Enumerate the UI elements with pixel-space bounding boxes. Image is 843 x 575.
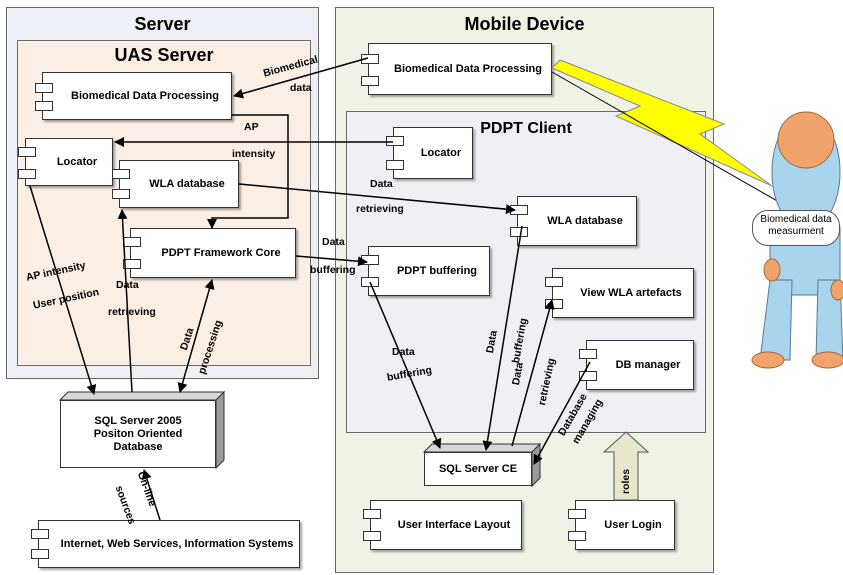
mobile-device-package-title: Mobile Device xyxy=(464,14,585,34)
component-label: User Interface Layout xyxy=(397,519,511,531)
db-line-1: SQL Server 2005 xyxy=(94,414,182,427)
label-data-buffering-2: buffering xyxy=(310,264,356,276)
label-data-buffering-1: Data xyxy=(322,236,345,248)
db-line-3: Database xyxy=(113,440,163,453)
component-label: PDPT buffering xyxy=(396,265,478,277)
label-retrieving-wla: retrieving xyxy=(356,203,404,215)
label-retrieving-left: retrieving xyxy=(108,306,156,318)
wireless-lightning xyxy=(551,59,773,187)
client-view-wla-artefacts[interactable]: View WLA artefacts xyxy=(545,268,694,318)
client-locator[interactable]: Locator xyxy=(386,127,473,179)
component-label: DB manager xyxy=(615,359,681,371)
internet-web-services-component[interactable]: Internet, Web Services, Information Syst… xyxy=(31,520,300,568)
label-ap: AP xyxy=(244,121,259,133)
db-label: SQL Server CE xyxy=(438,462,518,475)
mobile-user-interface-layout[interactable]: User Interface Layout xyxy=(363,500,522,550)
roles-arrow xyxy=(602,431,650,501)
db-line-2: Positon Oriented xyxy=(93,427,183,440)
uas-locator[interactable]: Locator xyxy=(18,138,113,186)
pdpt-client-package-title: PDPT Client xyxy=(480,120,572,137)
component-label: User Login xyxy=(604,519,662,531)
biomedical-measurement-callout: Biomedical data measurment xyxy=(752,210,840,246)
component-label: Biomedical Data Processing xyxy=(71,90,219,102)
sql-server-ce-database[interactable]: SQL Server CE xyxy=(424,452,532,486)
component-label: WLA database xyxy=(547,215,623,227)
uas-wla-database[interactable]: WLA database xyxy=(112,160,239,208)
label-data-buf-client-1: Data xyxy=(392,346,415,358)
client-db-manager[interactable]: DB manager xyxy=(579,340,694,390)
uas-server-package-title: UAS Server xyxy=(114,45,214,65)
label-data-locator: Data xyxy=(370,178,393,190)
component-label: PDPT Framework Core xyxy=(161,247,281,259)
component-label: View WLA artefacts xyxy=(580,287,682,299)
component-label: Locator xyxy=(56,156,98,168)
component-label: Locator xyxy=(420,147,462,159)
label-roles: roles xyxy=(620,468,632,494)
mobile-user-login[interactable]: User Login xyxy=(568,500,675,550)
component-label: Biomedical Data Processing xyxy=(394,63,542,75)
uas-pdpt-framework-core[interactable]: PDPT Framework Core xyxy=(123,228,296,278)
label-data-top: data xyxy=(290,82,312,94)
component-label: Internet, Web Services, Information Syst… xyxy=(60,538,294,550)
mobile-biomedical-data-processing[interactable]: Biomedical Data Processing xyxy=(361,43,552,95)
label-data-left: Data xyxy=(116,279,139,291)
component-label: WLA database xyxy=(149,178,225,190)
uas-biomedical-data-processing[interactable]: Biomedical Data Processing xyxy=(35,72,232,120)
user-actor xyxy=(751,111,843,369)
server-package-title: Server xyxy=(134,14,191,34)
label-intensity: intensity xyxy=(232,148,276,160)
sql-server-2005-database[interactable]: SQL Server 2005 Positon Oriented Databas… xyxy=(60,400,216,468)
client-wla-database[interactable]: WLA database xyxy=(510,196,637,246)
